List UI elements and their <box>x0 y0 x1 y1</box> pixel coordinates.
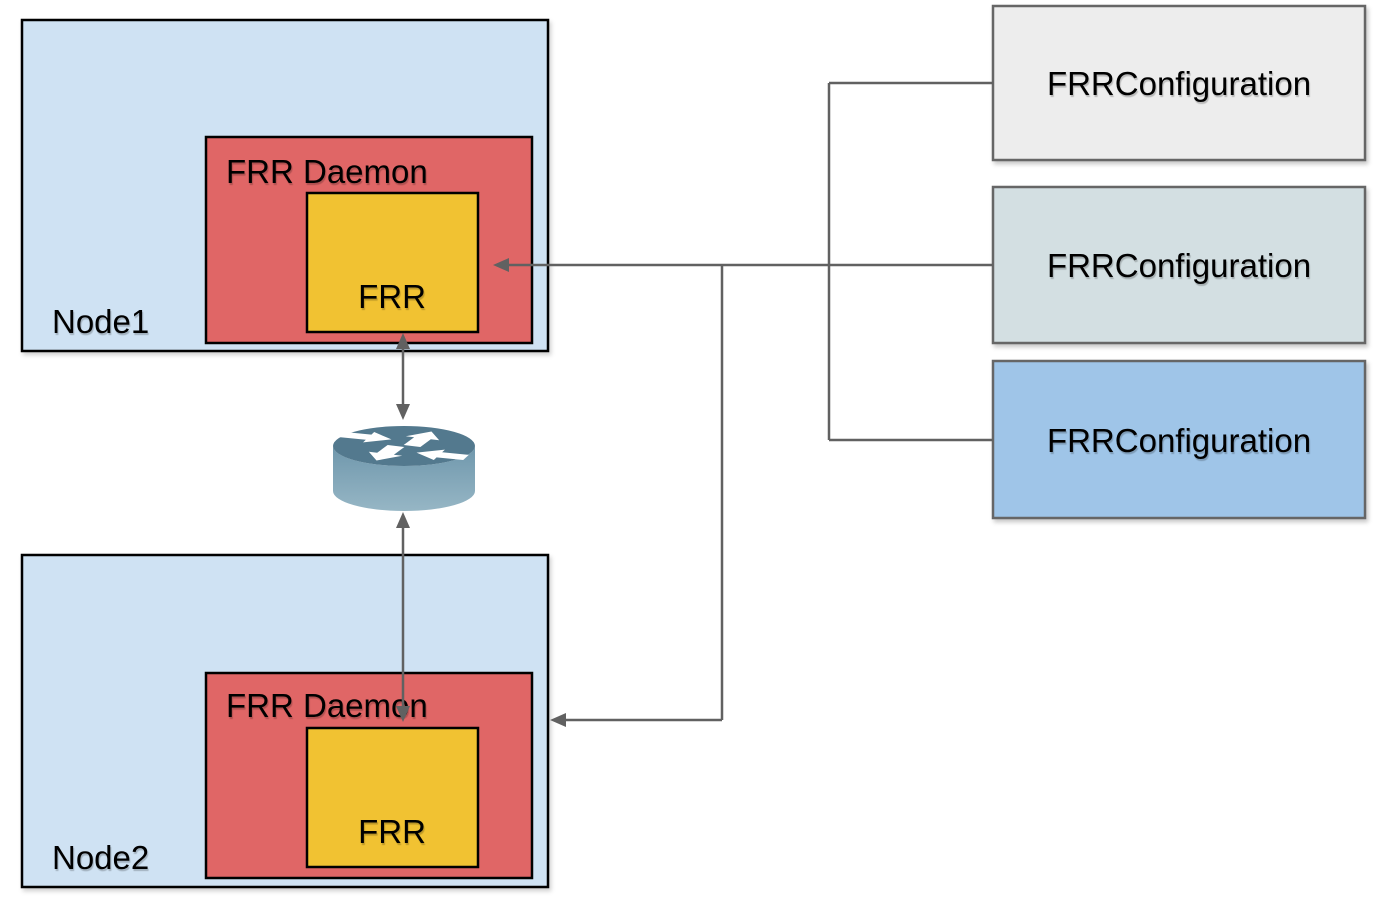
connectors-group <box>396 81 993 727</box>
link-config-node1-arrowhead <box>493 258 509 272</box>
node2-frr-box <box>305 726 480 869</box>
router-top-face <box>333 426 475 466</box>
router-body <box>333 446 475 511</box>
frr-configuration-label-3: FRRConfiguration <box>1047 422 1311 459</box>
node2-label: Node2 <box>52 839 149 876</box>
link-config-node2-arrowhead <box>550 713 566 727</box>
node2-group: FRR Daemon FRR Node2 <box>20 553 550 889</box>
frr-configuration-label-1: FRRConfiguration <box>1047 65 1311 102</box>
link-node1-up-arrowhead <box>396 333 410 349</box>
node1-group: FRR Daemon FRR Node1 <box>20 18 550 353</box>
node1-label: Node1 <box>52 303 149 340</box>
router-icon <box>333 426 475 511</box>
node1-frr-box <box>305 191 480 334</box>
node2-frr-label: FRR <box>358 813 426 850</box>
frr-configuration-group: FRRConfiguration FRRConfiguration FRRCon… <box>991 4 1367 520</box>
link-node2-down-arrowhead <box>396 706 410 722</box>
node2-frr-daemon-label: FRR Daemon <box>226 687 428 724</box>
link-node1-down-arrowhead <box>396 404 410 420</box>
link-node2-up-arrowhead <box>396 512 410 528</box>
node1-frr-daemon-label: FRR Daemon <box>226 153 428 190</box>
node1-frr-label: FRR <box>358 278 426 315</box>
frr-configuration-box-1 <box>991 4 1367 162</box>
frr-configuration-label-2: FRRConfiguration <box>1047 247 1311 284</box>
